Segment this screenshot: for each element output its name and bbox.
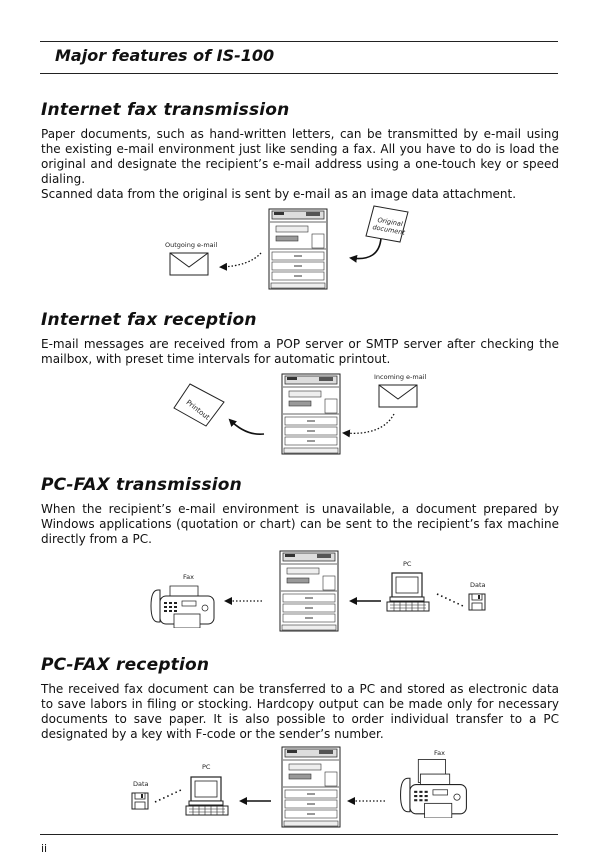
printout-arrow-icon [228,418,265,436]
fax-label: Fax [183,573,194,581]
incoming-email-label: Incoming e-mail [374,373,427,381]
multifunction-printer-icon [281,373,341,455]
envelope-icon [169,252,209,276]
data-label: Data [133,780,149,788]
outgoing-arrow-icon [219,252,262,271]
fax-label: Fax [434,749,445,757]
pc-label: PC [202,763,211,771]
fax-machine-icon [400,759,467,818]
title-rule [40,73,558,74]
floppy-disk-icon [131,792,149,810]
printout-paper-icon [173,383,225,427]
top-rule [40,41,558,42]
data-label: Data [470,581,486,589]
mfp-to-pc-arrow-icon [239,797,271,805]
pc-icon [185,776,229,816]
paragraph: Paper documents, such as hand-written le… [41,127,559,186]
bottom-rule [40,834,558,835]
paragraph: The received fax document can be transfe… [41,682,559,741]
incoming-arrow-icon [342,413,395,438]
fax-incoming-arrow-icon [347,797,385,805]
floppy-disk-icon [468,593,486,611]
paragraph: E-mail messages are received from a POP … [41,337,559,366]
data-dotted-link-icon [154,789,182,803]
section-heading-internet-fax-reception: Internet fax reception [41,310,257,330]
multifunction-printer-icon [279,550,339,632]
original-document-icon [365,205,409,243]
section-body-internet-fax-transmission: Paper documents, such as hand-written le… [41,127,559,202]
section-body-pc-fax-transmission: When the recipient’s e-mail environment … [41,502,559,547]
paragraph: When the recipient’s e-mail environment … [41,502,559,546]
multifunction-printer-icon [268,208,328,290]
section-heading-internet-fax-transmission: Internet fax transmission [41,100,290,120]
page-number: ii [41,842,48,855]
section-body-pc-fax-reception: The received fax document can be transfe… [41,682,559,742]
fax-machine-icon [150,584,216,628]
section-heading-pc-fax-reception: PC-FAX reception [41,655,210,675]
outgoing-email-label: Outgoing e-mail [165,241,218,249]
section-body-internet-fax-reception: E-mail messages are received from a POP … [41,337,559,367]
envelope-icon [378,384,418,408]
multifunction-printer-icon [281,746,341,828]
data-dotted-link-icon [436,593,464,607]
page-title: Major features of IS-100 [55,46,275,65]
pc-icon [386,572,430,612]
fax-arrow-icon [224,597,262,605]
original-arrow-icon [349,237,382,263]
paragraph: Scanned data from the original is sent b… [41,187,517,201]
pc-label: PC [403,560,412,568]
section-heading-pc-fax-transmission: PC-FAX transmission [41,475,242,495]
pc-to-mfp-arrow-icon [349,597,381,605]
